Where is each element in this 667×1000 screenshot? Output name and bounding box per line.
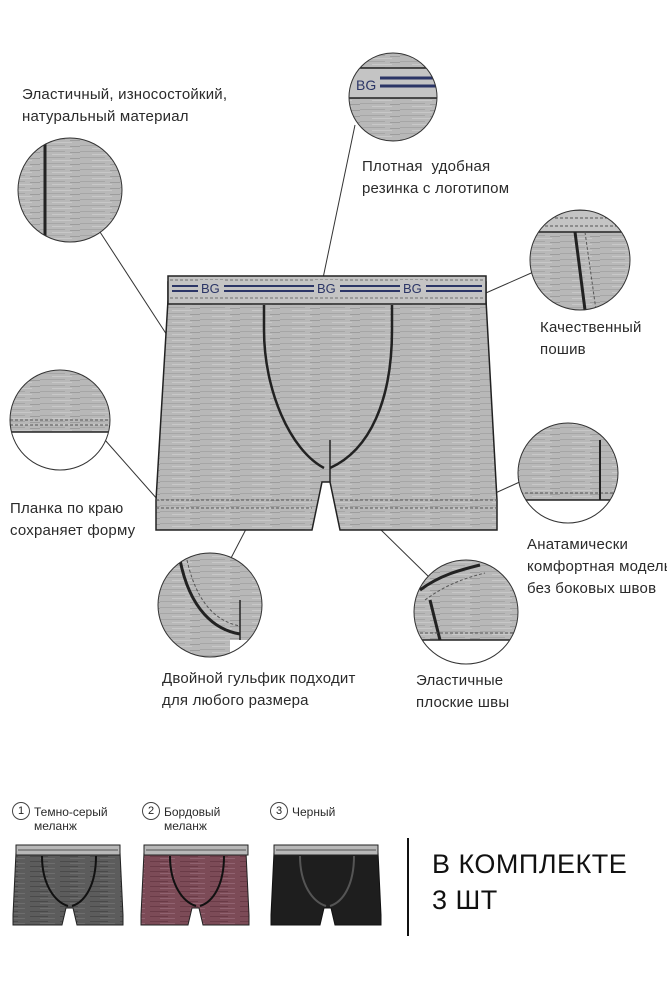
logo-text: BG bbox=[201, 281, 220, 296]
main-product: BG BG BG bbox=[155, 275, 498, 531]
callout-anatomic: Анатамически комфортная модель без боков… bbox=[527, 536, 667, 597]
divider bbox=[407, 838, 409, 936]
swatch-burgundy bbox=[140, 844, 250, 926]
callout-waistband: Плотная удобная резинка с логотипом bbox=[362, 158, 510, 197]
zoom-stitching bbox=[529, 209, 631, 311]
color-name-3: Черный bbox=[292, 805, 336, 819]
logo-text: BG bbox=[356, 77, 376, 93]
zoom-waistband: BG bbox=[348, 52, 438, 142]
color-number-1: 1 bbox=[12, 802, 30, 820]
zoom-pouch bbox=[157, 552, 263, 658]
zoom-hem bbox=[9, 369, 111, 471]
color-number-2: 2 bbox=[142, 802, 160, 820]
callout-material: Эластичный, износостойкий, натуральный м… bbox=[22, 86, 228, 125]
callout-seams: Эластичные плоские швы bbox=[416, 672, 510, 711]
callout-hem: Планка по краю сохраняет форму bbox=[10, 500, 136, 539]
logo-text: BG bbox=[403, 281, 422, 296]
color-name-1: Темно-серый меланж bbox=[34, 805, 108, 833]
kit-count: В КОМПЛЕКТЕ 3 ШТ bbox=[432, 849, 628, 915]
swatch-dark-grey bbox=[12, 844, 124, 926]
zoom-anatomic bbox=[517, 422, 619, 524]
zoom-material bbox=[17, 137, 123, 243]
color-number-3: 3 bbox=[270, 802, 288, 820]
callout-stitching: Качественный пошив bbox=[540, 319, 642, 358]
logo-text: BG bbox=[317, 281, 336, 296]
callout-pouch: Двойной гульфик подходит для любого разм… bbox=[162, 670, 356, 709]
zoom-seams bbox=[413, 559, 519, 665]
swatch-black bbox=[270, 844, 382, 926]
color-name-2: Бордовый меланж bbox=[164, 805, 221, 833]
